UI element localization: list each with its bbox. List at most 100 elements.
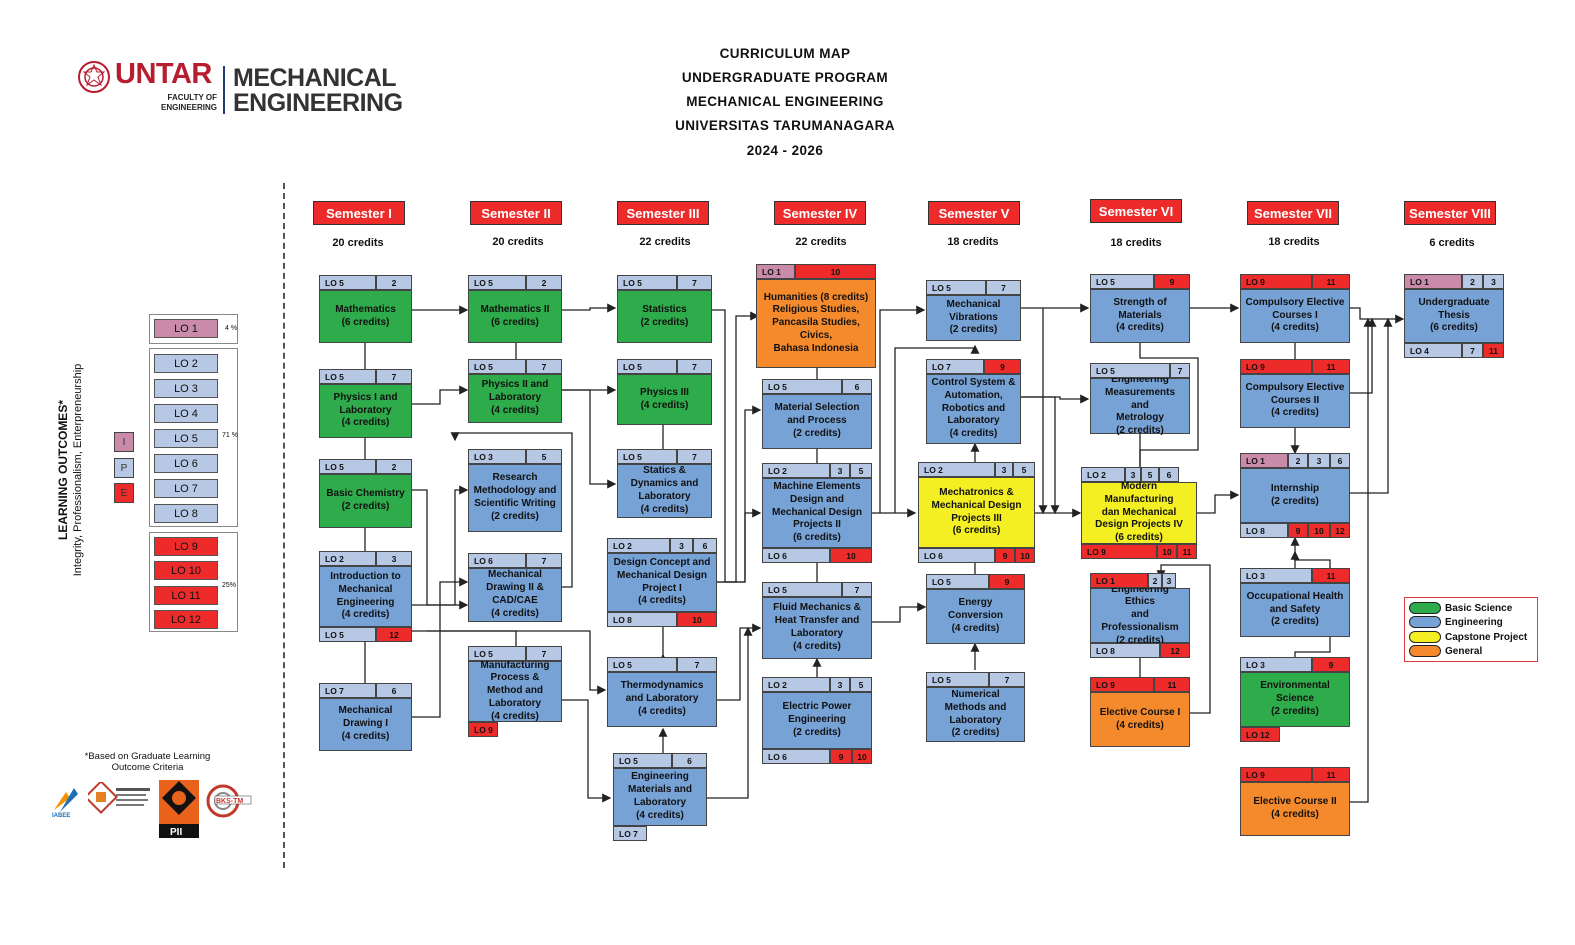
legend-cap-label: Capstone Project bbox=[1445, 631, 1528, 643]
course-dcp1[interactable]: Design Concept and Mechanical Design Pro… bbox=[607, 553, 717, 612]
lo-tag: LO 5 bbox=[468, 359, 526, 374]
lo-tag: 9 bbox=[1312, 657, 1350, 672]
course-thesis[interactable]: Undergraduate Thesis (6 credits) bbox=[1404, 289, 1504, 343]
course-ethics[interactable]: Engineering Ethics and Professionalism (… bbox=[1090, 584, 1190, 646]
course-intern[interactable]: Internship (2 credits) bbox=[1240, 468, 1350, 523]
lo-tag: LO 6 bbox=[762, 749, 830, 764]
course-phys1[interactable]: Physics I and Laboratory (4 credits) bbox=[319, 384, 412, 438]
course-strength[interactable]: Strength of Materials (4 credits) bbox=[1090, 289, 1190, 343]
lo-tag: LO 5 bbox=[926, 574, 989, 589]
course-thermo[interactable]: Thermodynamics and Laboratory (4 credits… bbox=[607, 672, 717, 727]
lo-tag: LO 2 bbox=[918, 462, 995, 477]
lo-tag: 12 bbox=[1330, 523, 1350, 538]
semester-7-credits: 18 credits bbox=[1268, 236, 1320, 248]
course-title: Manufacturing Process & Method and Labor… bbox=[480, 659, 550, 722]
untar-seal-icon bbox=[78, 61, 110, 93]
faculty-line-2: ENGINEERING bbox=[160, 103, 217, 112]
lo-tag: LO 3 bbox=[1240, 657, 1312, 672]
lo-tag: 5 bbox=[1141, 467, 1159, 482]
course-vib[interactable]: Mechanical Vibrations (2 credits) bbox=[926, 295, 1021, 341]
lo-tag: LO 9 bbox=[1240, 767, 1312, 782]
course-modern[interactable]: Modern Manufacturing dan Mechanical Desi… bbox=[1081, 481, 1197, 544]
course-numer[interactable]: Numerical Methods and Laboratory (2 cred… bbox=[926, 687, 1025, 742]
svg-text:IABEE: IABEE bbox=[52, 813, 70, 818]
course-title: Modern Manufacturing dan Mechanical Desi… bbox=[1095, 481, 1183, 544]
lo-tag: 5 bbox=[850, 677, 872, 692]
course-ohs[interactable]: Occupational Health and Safety (2 credit… bbox=[1240, 583, 1350, 637]
course-title: Electric Power Engineering (2 credits) bbox=[782, 701, 852, 738]
lo-tag: 3 bbox=[1162, 573, 1176, 588]
course-intro[interactable]: Introduction to Mechanical Engineering (… bbox=[319, 566, 412, 627]
lo-tag: 7 bbox=[842, 582, 872, 597]
course-engmat[interactable]: Engineering Materials and Laboratory (4 … bbox=[613, 768, 707, 826]
lo-tag: LO 5 bbox=[617, 275, 677, 290]
course-mecha[interactable]: Mechatronics & Mechanical Design Project… bbox=[918, 477, 1035, 548]
course-matsel[interactable]: Material Selection and Process (2 credit… bbox=[762, 394, 872, 449]
course-elec[interactable]: Electric Power Engineering (2 credits) bbox=[762, 692, 872, 749]
semester-5-credits: 18 credits bbox=[947, 236, 999, 248]
lo-group-e bbox=[149, 532, 238, 632]
lo-tag: 6 bbox=[842, 379, 872, 394]
course-chem[interactable]: Basic Chemistry (2 credits) bbox=[319, 474, 412, 528]
course-math1[interactable]: Mathematics (6 credits) bbox=[319, 290, 412, 343]
lo-tag: 10 bbox=[830, 548, 872, 563]
course-elect1[interactable]: Elective Course I (4 credits) bbox=[1090, 692, 1190, 747]
lo-tag: 2 bbox=[526, 275, 562, 290]
course-energy[interactable]: Energy Conversion (4 credits) bbox=[926, 589, 1025, 644]
lo-tag: LO 7 bbox=[319, 683, 376, 698]
course-title: Material Selection and Process (2 credit… bbox=[774, 402, 860, 439]
course-control[interactable]: Control System & Automation, Robotics an… bbox=[926, 374, 1021, 444]
lo-tag: LO 2 bbox=[1081, 467, 1125, 482]
lo-tag: LO 12 bbox=[1240, 727, 1280, 742]
lo-footnote-line-2: Outcome Criteria bbox=[111, 762, 184, 773]
lo-tag: 10 bbox=[795, 264, 876, 279]
lo-tag: LO 5 bbox=[617, 359, 677, 374]
legend-eng-label: Engineering bbox=[1445, 616, 1503, 628]
lo-tag: LO 5 bbox=[319, 459, 376, 474]
lo-tag: LO 5 bbox=[1090, 274, 1154, 289]
lo-tag: LO 3 bbox=[1240, 568, 1312, 583]
lo-5-box: LO 5 bbox=[154, 429, 218, 448]
lo-level-i-label: I bbox=[122, 436, 126, 448]
lo-tag: 11 bbox=[1312, 274, 1350, 289]
course-title: Undergraduate Thesis (6 credits) bbox=[1418, 296, 1490, 334]
course-statics[interactable]: Statics & Dynamics and Laboratory (4 cre… bbox=[617, 464, 712, 518]
lo-tag: 2 bbox=[376, 275, 412, 290]
course-comp1[interactable]: Compulsory Elective Courses I (4 credits… bbox=[1240, 289, 1350, 343]
lo-tag: 6 bbox=[693, 538, 717, 553]
lo-tag: 11 bbox=[1154, 677, 1190, 692]
course-measure[interactable]: Engineering Measurements and Metrology (… bbox=[1090, 374, 1190, 436]
category-legend: Basic Science Engineering Capstone Proje… bbox=[1404, 597, 1538, 662]
semester-3-credits: 22 credits bbox=[639, 236, 691, 248]
course-draw1[interactable]: Mechanical Drawing I (4 credits) bbox=[319, 698, 412, 751]
course-research[interactable]: Research Methodology and Scientific Writ… bbox=[468, 464, 562, 532]
course-phys2[interactable]: Physics II and Laboratory (4 credits) bbox=[468, 374, 562, 423]
course-title: Fluid Mechanics & Heat Transfer and Labo… bbox=[773, 602, 861, 652]
lo-tag: 7 bbox=[526, 359, 562, 374]
lo-tag: LO 1 bbox=[1240, 453, 1288, 468]
course-human[interactable]: Humanities (8 credits) Religious Studies… bbox=[756, 279, 876, 368]
course-title: Mathematics (6 credits) bbox=[335, 303, 396, 328]
course-env[interactable]: Environmental Science (2 credits) bbox=[1240, 672, 1350, 727]
course-title: Thermodynamics and Laboratory (4 credits… bbox=[620, 680, 704, 717]
course-title: Mechanical Drawing I (4 credits) bbox=[338, 705, 393, 742]
lo-tag: 7 bbox=[526, 646, 562, 661]
lo-level-p: P bbox=[114, 458, 134, 478]
course-title: Control System & Automation, Robotics an… bbox=[931, 377, 1016, 440]
course-elect2[interactable]: Elective Course II (4 credits) bbox=[1240, 782, 1350, 836]
course-draw2[interactable]: Mechanical Drawing II & CAD/CAE (4 credi… bbox=[468, 568, 562, 622]
course-phys3[interactable]: Physics III (4 credits) bbox=[617, 374, 712, 425]
lo-tag: 5 bbox=[1013, 462, 1035, 477]
lo-tag: LO 1 bbox=[1404, 274, 1462, 289]
course-math2[interactable]: Mathematics II (6 credits) bbox=[468, 290, 562, 343]
dept-line-2: ENGINEERING bbox=[233, 89, 403, 117]
course-title: Mathematics II (6 credits) bbox=[480, 303, 550, 328]
course-fluid[interactable]: Fluid Mechanics & Heat Transfer and Labo… bbox=[762, 597, 872, 659]
course-stat[interactable]: Statistics (2 credits) bbox=[617, 290, 712, 343]
course-comp2[interactable]: Compulsory Elective Courses II (4 credit… bbox=[1240, 374, 1350, 428]
lo-tag: LO 5 bbox=[468, 275, 526, 290]
course-mach2[interactable]: Machine Elements Design and Mechanical D… bbox=[762, 478, 872, 548]
course-manuf[interactable]: Manufacturing Process & Method and Labor… bbox=[468, 659, 562, 722]
lo-tag: LO 5 bbox=[762, 582, 842, 597]
lo-tag: 2 bbox=[376, 459, 412, 474]
